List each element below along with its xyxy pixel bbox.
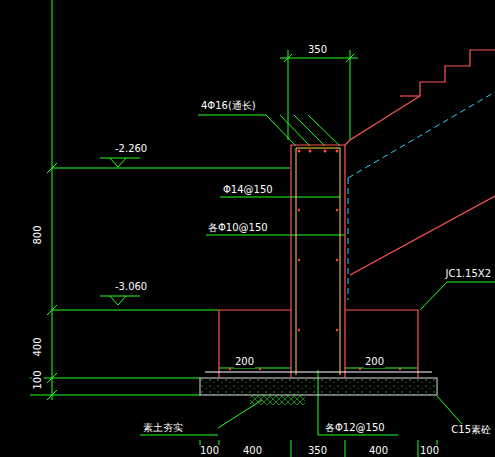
drawing-label: -3.060 bbox=[114, 281, 148, 293]
drawing-label: 200 bbox=[234, 356, 255, 368]
drawing-label: 100 bbox=[419, 445, 440, 457]
drawing-label: 200 bbox=[364, 356, 385, 368]
drawing-label: -2.260 bbox=[114, 143, 148, 155]
vertical-dimension: 800 bbox=[32, 224, 44, 245]
dimension-lines bbox=[30, 0, 495, 457]
drawing-label: 各Φ10@150 bbox=[207, 222, 269, 234]
drawing-label: 各Φ12@150 bbox=[324, 422, 386, 434]
drawing-label: 100 bbox=[199, 445, 220, 457]
concrete-outline bbox=[219, 50, 495, 378]
rebar-dots bbox=[229, 150, 401, 371]
slab-dashed bbox=[348, 92, 495, 300]
drawing-label: 4Φ16(通长) bbox=[200, 100, 257, 112]
rebar bbox=[296, 148, 340, 375]
drawing-label: C15素砼 bbox=[450, 424, 492, 436]
drawing-label: 400 bbox=[368, 445, 389, 457]
drawing-label: Φ14@150 bbox=[222, 184, 274, 196]
drawing-label: 400 bbox=[242, 445, 263, 457]
vertical-dimension: 400 bbox=[32, 336, 44, 357]
drawing-label: 350 bbox=[307, 44, 328, 56]
drawing-label: 350 bbox=[307, 445, 328, 457]
drawing-label: JC1.15X2 bbox=[445, 268, 492, 280]
vertical-dimension: 100 bbox=[32, 369, 44, 390]
drawing-label: 素土夯实 bbox=[142, 422, 184, 434]
